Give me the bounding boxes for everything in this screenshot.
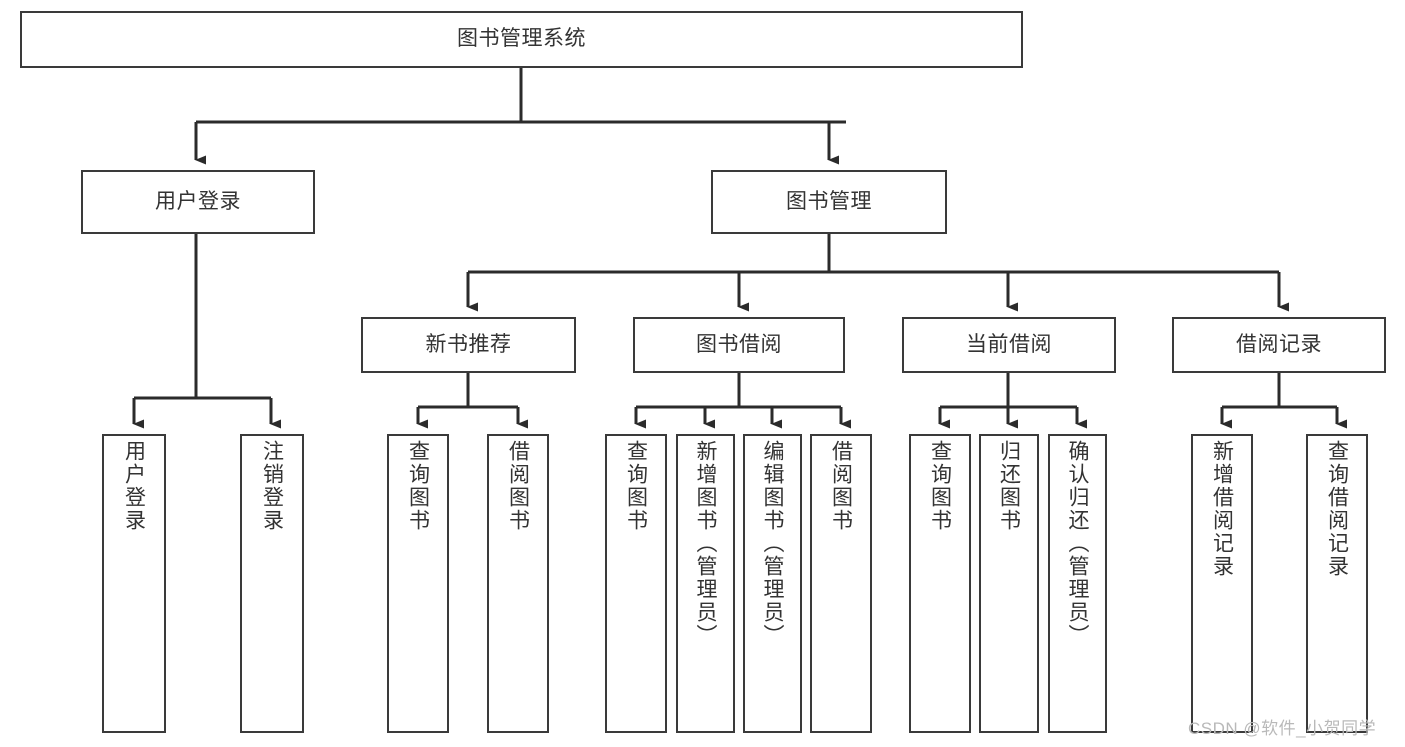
node-current-borrow[interactable]: 当前借阅: [902, 317, 1116, 373]
node-label: 新增图书（管理员）: [694, 440, 717, 647]
node-label: 当前借阅: [966, 332, 1052, 356]
node-label: 借阅图书: [829, 440, 853, 532]
node-label: 确认归还（管理员）: [1066, 440, 1089, 647]
leaf-borrow-book-recommend[interactable]: 借阅图书: [487, 434, 549, 733]
leaf-return-book[interactable]: 归还图书: [979, 434, 1039, 733]
node-book-manage[interactable]: 图书管理: [711, 170, 947, 234]
node-borrow-record[interactable]: 借阅记录: [1172, 317, 1386, 373]
node-new-book-recommend[interactable]: 新书推荐: [361, 317, 576, 373]
node-label: 借阅记录: [1236, 332, 1322, 356]
node-label: 查询图书: [406, 440, 430, 532]
node-label: 图书管理: [786, 189, 872, 213]
leaf-edit-book-admin[interactable]: 编辑图书（管理员）: [743, 434, 802, 733]
leaf-logout-login[interactable]: 注销登录: [240, 434, 304, 733]
leaf-query-book-borrow[interactable]: 查询图书: [605, 434, 667, 733]
node-label: 新增借阅记录: [1210, 440, 1234, 578]
leaf-query-book-recommend[interactable]: 查询图书: [387, 434, 449, 733]
node-label: 归还图书: [997, 440, 1021, 532]
leaf-query-borrow-record[interactable]: 查询借阅记录: [1306, 434, 1368, 733]
leaf-add-book-admin[interactable]: 新增图书（管理员）: [676, 434, 735, 733]
node-label: 查询图书: [928, 440, 952, 532]
node-label: 查询图书: [624, 440, 648, 532]
leaf-user-login[interactable]: 用户登录: [102, 434, 166, 733]
leaf-confirm-return-admin[interactable]: 确认归还（管理员）: [1048, 434, 1107, 733]
node-label: 图书借阅: [696, 332, 782, 356]
node-label: 新书推荐: [425, 332, 512, 356]
leaf-add-borrow-record[interactable]: 新增借阅记录: [1191, 434, 1253, 733]
node-label: 用户登录: [155, 189, 241, 213]
node-book-borrow[interactable]: 图书借阅: [633, 317, 845, 373]
node-label: 编辑图书（管理员）: [761, 440, 784, 647]
node-label: 借阅图书: [506, 440, 530, 532]
node-label: 用户登录: [122, 440, 146, 532]
node-root-system[interactable]: 图书管理系统: [20, 11, 1023, 68]
node-label: 图书管理系统: [457, 27, 586, 51]
node-user-login[interactable]: 用户登录: [81, 170, 315, 234]
node-label: 查询借阅记录: [1325, 440, 1349, 578]
csdn-watermark: CSDN @软件_小贺同学: [1188, 719, 1377, 738]
node-label: 注销登录: [260, 440, 284, 532]
leaf-borrow-book-borrow[interactable]: 借阅图书: [810, 434, 872, 733]
leaf-query-book-current[interactable]: 查询图书: [909, 434, 971, 733]
